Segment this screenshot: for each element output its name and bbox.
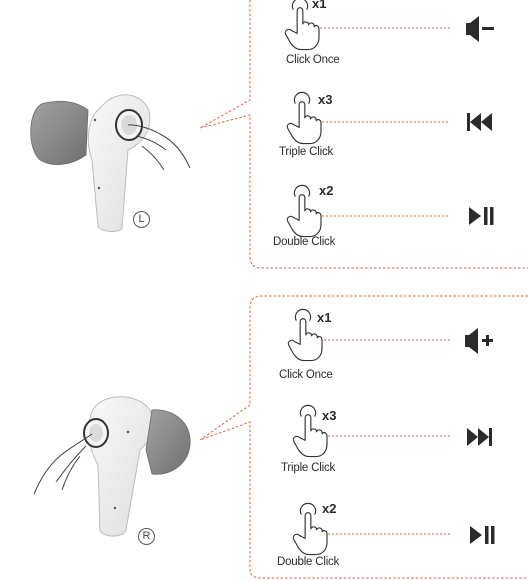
right-action-1-count: x1 [317, 310, 331, 325]
left-action-1-label: Click Once [286, 54, 340, 66]
right-action-2-label: Triple Click [281, 462, 335, 474]
left-action-1-count: x1 [312, 0, 326, 11]
left-earbud [31, 95, 190, 232]
left-action-3-count: x2 [319, 183, 333, 198]
left-action-3-label: Double Click [273, 236, 335, 248]
volume-up-icon [465, 328, 493, 354]
right-side-marker: R [138, 528, 155, 545]
left-action-2-count: x3 [318, 92, 332, 107]
next-track-icon [467, 428, 492, 446]
right-action-3-count: x2 [322, 501, 336, 516]
volume-down-icon [466, 16, 494, 42]
left-side-marker: L [133, 211, 150, 228]
play-pause-icon [469, 207, 494, 225]
left-action-2-label: Triple Click [279, 146, 333, 158]
right-action-3-label: Double Click [277, 556, 339, 568]
tap-hand-icon [287, 92, 321, 143]
right-action-1-label: Click Once [279, 369, 333, 381]
right-earbud [34, 397, 190, 536]
tap-hand-icon [287, 185, 321, 236]
right-action-2-count: x3 [322, 408, 336, 423]
play-pause-icon [470, 526, 495, 544]
previous-track-icon [467, 113, 492, 131]
